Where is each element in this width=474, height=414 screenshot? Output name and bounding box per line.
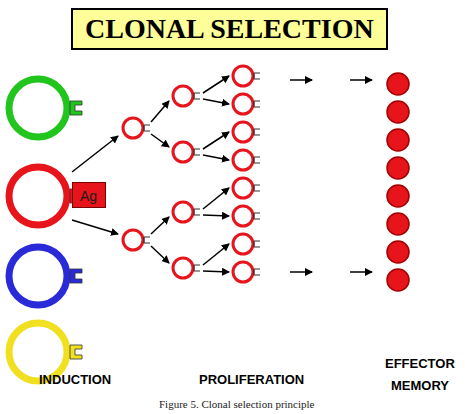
stage-label: PROLIFERATION (199, 372, 304, 387)
effector-cell (387, 73, 409, 95)
clone-cell (233, 66, 253, 86)
clone-cell (173, 142, 193, 162)
clone-receptor (254, 241, 260, 247)
figure-caption: Figure 5. Clonal selection principle (159, 398, 315, 410)
clone-receptor (194, 149, 200, 155)
stage-label: INDUCTION (39, 372, 111, 387)
clone-cell (123, 118, 143, 138)
clone-receptor (194, 265, 200, 271)
effector-cell (387, 157, 409, 179)
effector-cell (387, 269, 409, 291)
clone-receptor (254, 101, 260, 107)
clone-cell (173, 258, 193, 278)
clone-cell (233, 94, 253, 114)
proliferation-arrow (290, 79, 312, 81)
proliferation-arrow (350, 79, 372, 81)
diagram-title: CLONAL SELECTION (85, 13, 374, 45)
clone-receptor (194, 209, 200, 215)
clone-receptor (254, 73, 260, 79)
proliferation-arrow (203, 76, 229, 93)
stage-label: EFFECTOR (385, 356, 455, 371)
proliferation-arrow (72, 220, 118, 234)
proliferation-arrow (151, 101, 169, 122)
clone-cell (233, 150, 253, 170)
antigen-receptor (70, 101, 82, 115)
proliferation-arrow (203, 132, 229, 149)
clone-cell (233, 206, 253, 226)
lymphocyte-cell (9, 167, 67, 225)
proliferation-arrow (151, 246, 169, 263)
clone-receptor (144, 125, 150, 131)
effector-cell (387, 101, 409, 123)
clone-receptor (254, 185, 260, 191)
antigen-label: Ag (80, 188, 97, 204)
clone-receptor (194, 93, 200, 99)
proliferation-arrow (151, 134, 169, 147)
proliferation-arrow (203, 188, 229, 209)
effector-cell (387, 213, 409, 235)
proliferation-arrow (350, 271, 372, 273)
antigen-box: Ag (72, 182, 106, 208)
title-banner: CLONAL SELECTION (71, 8, 388, 50)
effector-cell (387, 129, 409, 151)
proliferation-arrow (72, 136, 118, 172)
clone-receptor (254, 213, 260, 219)
effector-cell (387, 241, 409, 263)
proliferation-arrow (203, 155, 229, 160)
lymphocyte-cell (9, 247, 67, 305)
antigen-receptor (70, 345, 82, 359)
proliferation-arrow (203, 244, 229, 265)
clone-receptor (254, 157, 260, 163)
clone-cell (173, 86, 193, 106)
proliferation-arrow (203, 215, 229, 216)
clone-receptor (144, 237, 150, 243)
proliferation-arrow (203, 271, 229, 272)
stage-label: MEMORY (391, 378, 449, 393)
clone-cell (233, 262, 253, 282)
proliferation-arrow (203, 99, 229, 104)
proliferation-arrow (151, 217, 169, 234)
clone-receptor (254, 269, 260, 275)
clone-cell (233, 122, 253, 142)
effector-cell (387, 185, 409, 207)
clone-cell (123, 230, 143, 250)
clone-receptor (254, 129, 260, 135)
antigen-receptor (70, 269, 82, 283)
proliferation-arrow (290, 271, 312, 273)
clone-cell (233, 234, 253, 254)
clone-cell (233, 178, 253, 198)
lymphocyte-cell (9, 79, 67, 137)
clone-cell (173, 202, 193, 222)
